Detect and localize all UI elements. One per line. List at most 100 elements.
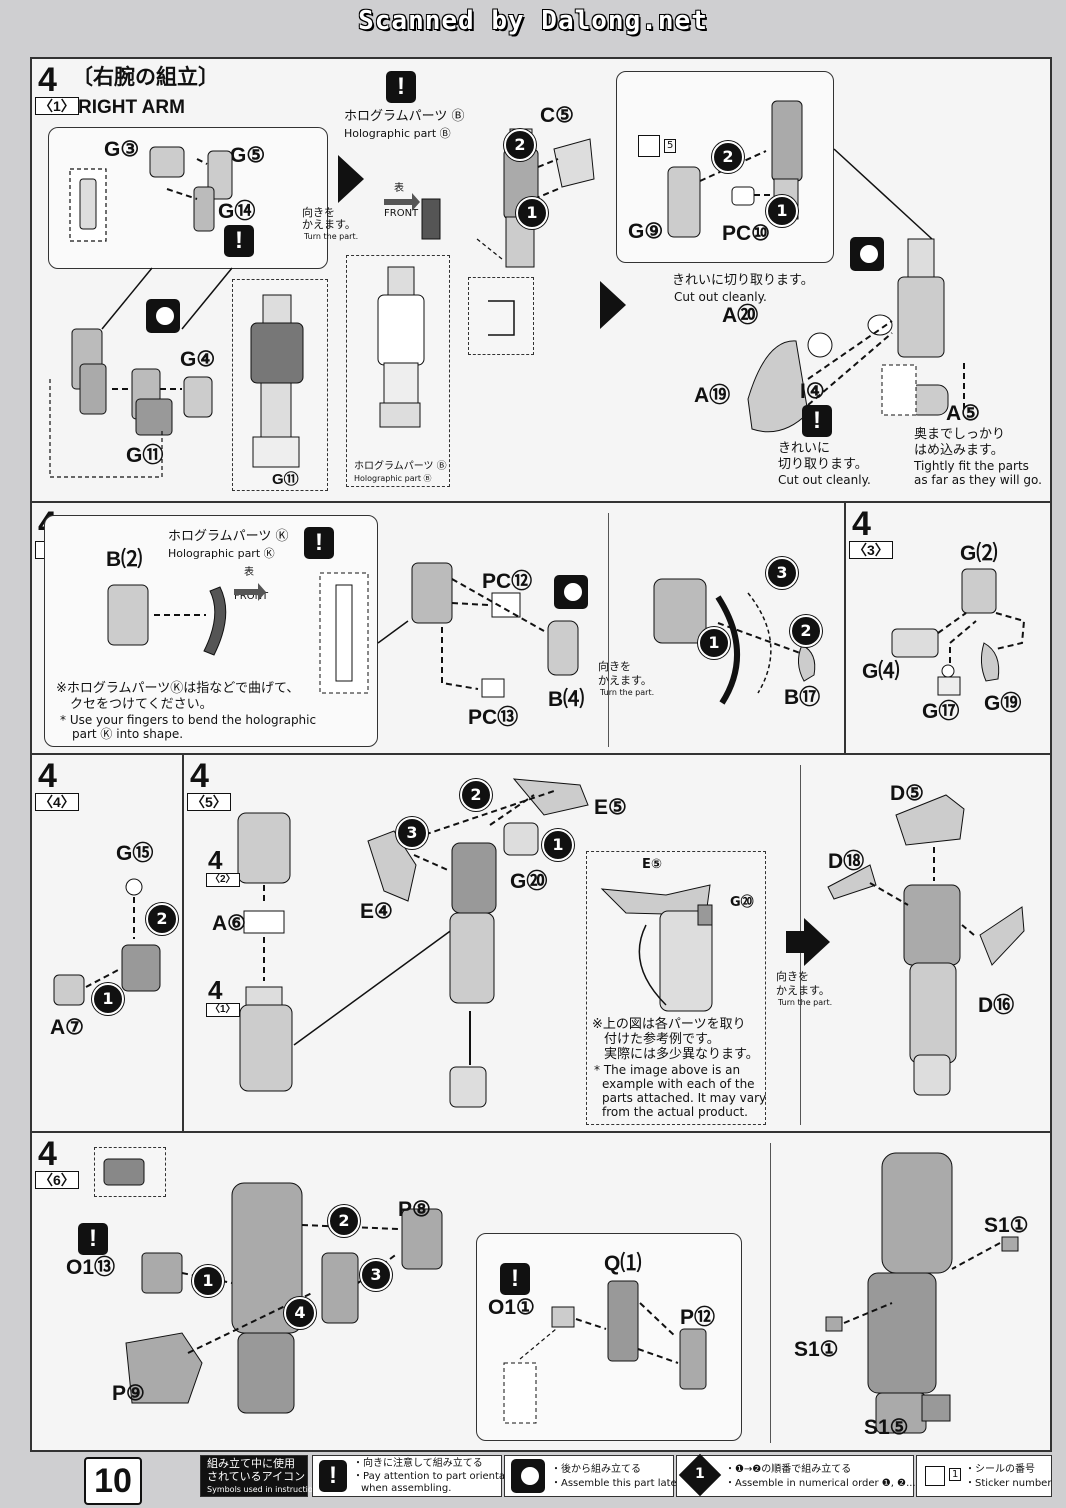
substep-number: 〈6〉 xyxy=(35,1171,79,1189)
part-g9: G⑨ xyxy=(628,220,664,243)
part-g3: G③ xyxy=(104,138,140,161)
bend-note-en2: part Ⓚ into shape. xyxy=(72,727,184,741)
legend-order: 1 ・❶→❷の順番で組み立てる ・Assemble in numerical o… xyxy=(676,1453,916,1497)
attention-icon: ! xyxy=(386,71,416,103)
part-diagram-g4-g11 xyxy=(49,328,213,478)
fit-note-en1: Tightly fit the parts xyxy=(914,459,1029,473)
part-diagram-p8-p9 xyxy=(125,1182,443,1414)
part-g20: G⑳ xyxy=(510,870,548,893)
legend-sticker: 1 ・シールの番号 ・Sticker number xyxy=(916,1455,1052,1497)
order-2: 2 xyxy=(712,141,744,173)
part-s1-1-bottom: S1① xyxy=(794,1338,839,1361)
substep-number: 〈4〉 xyxy=(35,793,79,811)
front-label-en: FRONT xyxy=(384,208,419,219)
part-g5: G⑤ xyxy=(230,144,266,167)
turn-note-jp1: 向きを xyxy=(776,970,809,983)
part-diagram-s1-arm xyxy=(825,1152,1019,1434)
turn-note-jp1: 向きを xyxy=(598,660,631,673)
title-en: RIGHT ARM xyxy=(78,97,185,118)
part-diagram-example xyxy=(600,884,713,1012)
part-q21: Q⑴ xyxy=(604,1252,642,1275)
c5-reference-box xyxy=(468,277,534,355)
step-number: 4 xyxy=(38,1135,57,1173)
example-note-en1: * The image above is an xyxy=(594,1063,741,1077)
legend-later-en: ・Assemble this part later. xyxy=(551,1478,684,1489)
attention-icon: ! xyxy=(224,225,254,257)
turn-note-jp2: かえます。 xyxy=(598,674,652,687)
page-number: 10 xyxy=(84,1457,142,1505)
attention-icon: ! xyxy=(802,405,832,437)
part-diagram-g9-pc10 xyxy=(667,100,803,238)
part-e5: E⑤ xyxy=(594,796,627,819)
holo-label-jp: ホログラムパーツ Ⓚ xyxy=(168,529,289,544)
turn-note-jp2: かえます。 xyxy=(302,218,356,231)
part-pc12: PC⑫ xyxy=(482,570,533,593)
holo-label-en: Holographic part Ⓑ xyxy=(344,127,451,140)
step-4-6-panel: 4 〈6〉 ! O1⑬ 2 1 3 4 P⑧ P⑨ ! O1① Q⑴ P⑫ xyxy=(30,1131,1052,1452)
part-p8: P⑧ xyxy=(398,1198,431,1221)
part-diagram-c5-detail xyxy=(488,300,515,336)
step-4-4-panel: 4 〈4〉 G⑮ 2 1 A⑦ xyxy=(30,753,184,1133)
holo-label-en: Holographic part Ⓚ xyxy=(168,547,275,560)
part-diagram-g15-a7 xyxy=(53,878,161,1006)
part-p9: P⑨ xyxy=(112,1382,145,1405)
example-part-e5: E⑤ xyxy=(642,857,662,872)
ref-step-1: 4 xyxy=(208,975,223,1005)
part-diagram-b17-rotate xyxy=(653,578,816,705)
part-diagram-g22-g24 xyxy=(891,568,1026,696)
bend-note-jp1: ※ホログラムパーツⓀは指などで曲げて、 xyxy=(56,681,300,696)
assemble-later-icon xyxy=(146,299,180,333)
flow-arrow xyxy=(338,155,364,203)
example-note-en2: example with each of the xyxy=(602,1077,755,1091)
front-label-jp: 表 xyxy=(244,567,254,578)
part-s1-1-top: S1① xyxy=(984,1214,1029,1237)
flow-line xyxy=(293,920,465,1046)
part-diagram-holo-detail xyxy=(377,266,425,428)
order-1: 1 xyxy=(766,195,798,227)
order-2: 2 xyxy=(504,129,536,161)
order-1: 1 xyxy=(192,1265,224,1297)
example-note-jp2: 付けた参考例です。 xyxy=(604,1032,720,1047)
part-b24: B⑷ xyxy=(548,688,585,711)
part-diagram-o13-detail xyxy=(103,1158,145,1186)
attention-icon: ! xyxy=(304,527,334,559)
legend-title-en: Symbols used in instructions xyxy=(207,1485,322,1494)
ref-substep-1: 〈1〉 xyxy=(206,1003,240,1017)
part-diagram-d5-arm xyxy=(827,794,1025,1096)
part-p12: P⑫ xyxy=(680,1306,716,1329)
turn-note-jp1: 向きを xyxy=(302,206,335,219)
step-number: 4 xyxy=(852,505,871,543)
part-g11: G⑪ xyxy=(126,444,164,467)
front-label-jp: 表 xyxy=(394,183,404,194)
fit-note-jp1: 奥までしっかり xyxy=(914,427,1006,442)
order-2: 2 xyxy=(460,779,492,811)
attention-icon: ! xyxy=(78,1223,108,1255)
part-b22: B⑵ xyxy=(106,548,143,571)
example-note-jp1: ※上の図は各パーツを取り xyxy=(592,1017,746,1032)
legend-assemble-later: ・後から組み立てる ・Assemble this part later. xyxy=(504,1455,683,1497)
part-g15: G⑮ xyxy=(116,842,154,865)
part-b17: B⑰ xyxy=(784,686,821,709)
order-2: 2 xyxy=(790,615,822,647)
order-1: 1 xyxy=(698,627,730,659)
legend-order-jp: ・❶→❷の順番で組み立てる xyxy=(725,1464,852,1475)
part-s15: S1⑤ xyxy=(864,1416,909,1439)
order-4: 4 xyxy=(284,1297,316,1329)
part-a7: A⑦ xyxy=(50,1016,84,1039)
part-pc13: PC⑬ xyxy=(468,706,519,729)
step-number: 4 xyxy=(38,61,57,99)
cut-note2-en: Cut out cleanly. xyxy=(778,473,871,487)
substep-number: 〈1〉 xyxy=(35,97,79,115)
legend-sticker-en: ・Sticker number xyxy=(965,1478,1052,1489)
part-c5: C⑤ xyxy=(540,104,574,127)
legend-attention: ! ・向きに注意して組み立てる ・Pay attention to part o… xyxy=(312,1455,524,1497)
divider xyxy=(608,513,609,747)
sticker-icon xyxy=(638,135,660,157)
title-jp: 〔右腕の組立〕 xyxy=(72,66,219,89)
fit-note-en2: as far as they will go. xyxy=(914,473,1042,487)
part-o1: O1① xyxy=(488,1296,535,1319)
part-diagram-q21-p12 xyxy=(503,1280,707,1424)
part-o13: O1⑬ xyxy=(66,1256,116,1279)
part-g19: G⑲ xyxy=(984,692,1022,715)
legend-sticker-jp: ・シールの番号 xyxy=(965,1464,1035,1475)
